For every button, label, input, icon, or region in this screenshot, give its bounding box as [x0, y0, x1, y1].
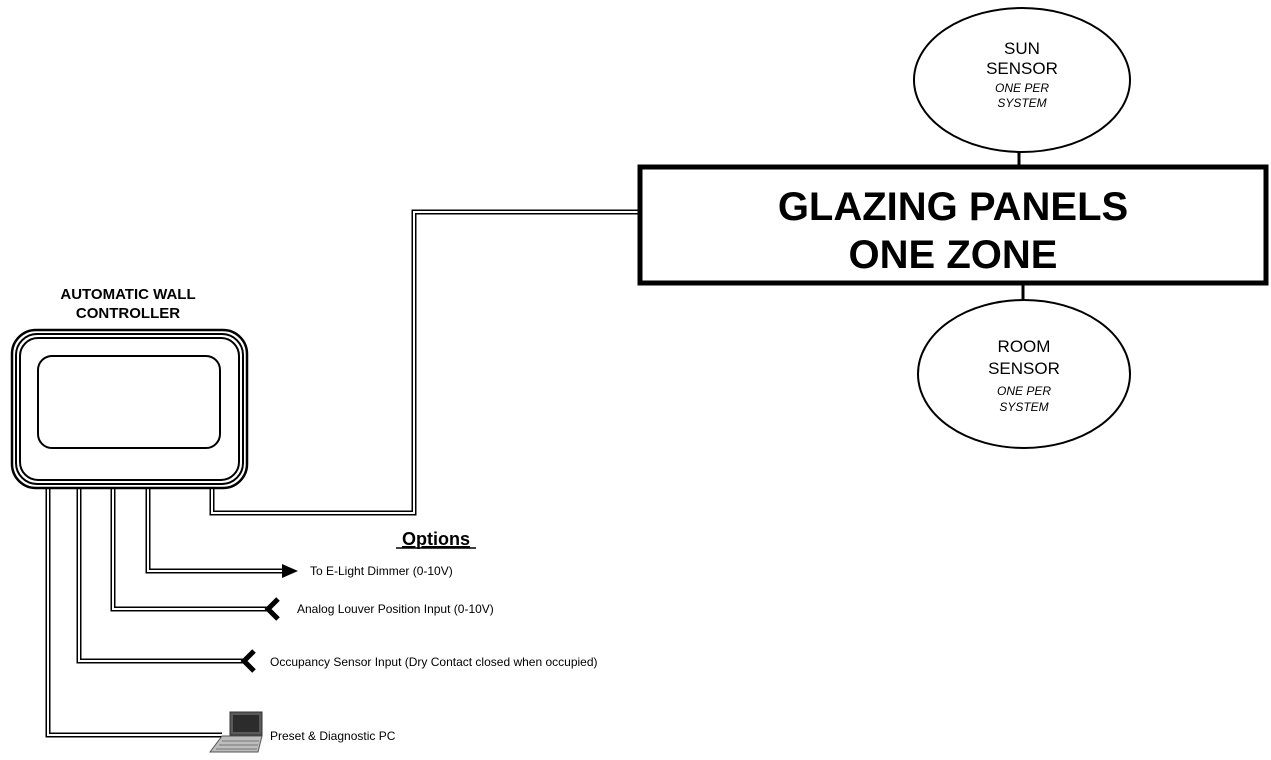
- laptop-icon: [209, 711, 263, 753]
- room-sensor-note2: SYSTEM: [999, 400, 1048, 414]
- option-pc-label: Preset & Diagnostic PC: [270, 729, 396, 743]
- options-heading: Options: [402, 529, 470, 549]
- option-louver-label: Analog Louver Position Input (0-10V): [297, 602, 494, 616]
- controller-label-line2: CONTROLLER: [76, 305, 180, 322]
- wire-controller-to-panel: [209, 209, 640, 516]
- option-occupancy-label: Occupancy Sensor Input (Dry Contact clos…: [270, 655, 598, 669]
- sun-sensor-note2: SYSTEM: [997, 96, 1046, 110]
- room-sensor-title1: ROOM: [998, 337, 1051, 356]
- controller-screen: [37, 355, 221, 449]
- wire-dimmer: [145, 488, 284, 574]
- wire-louver-input: [110, 488, 268, 612]
- option-dimmer-label: To E-Light Dimmer (0-10V): [310, 564, 453, 578]
- chevron-left-icon: [240, 649, 256, 673]
- controller-label-line1: AUTOMATIC WALL: [60, 286, 195, 303]
- room-sensor-note1: ONE PER: [997, 384, 1051, 398]
- glazing-panels-box: GLAZING PANELS ONE ZONE: [637, 164, 1269, 286]
- sun-sensor: SUN SENSOR ONE PER SYSTEM: [913, 7, 1131, 153]
- sun-sensor-title2: SENSOR: [986, 59, 1058, 78]
- room-sensor-title2: SENSOR: [988, 359, 1060, 378]
- room-sensor: ROOM SENSOR ONE PER SYSTEM: [917, 299, 1131, 449]
- sun-sensor-note1: ONE PER: [995, 81, 1049, 95]
- wall-controller: [10, 328, 249, 490]
- panel-title-line2: ONE ZONE: [849, 233, 1058, 277]
- panel-title-line1: GLAZING PANELS: [778, 185, 1128, 229]
- arrow-right-icon: [282, 564, 298, 578]
- wire-occupancy-input: [76, 488, 244, 664]
- sun-sensor-title1: SUN: [1004, 39, 1040, 58]
- wire-pc: [45, 488, 222, 738]
- chevron-left-icon: [264, 597, 280, 621]
